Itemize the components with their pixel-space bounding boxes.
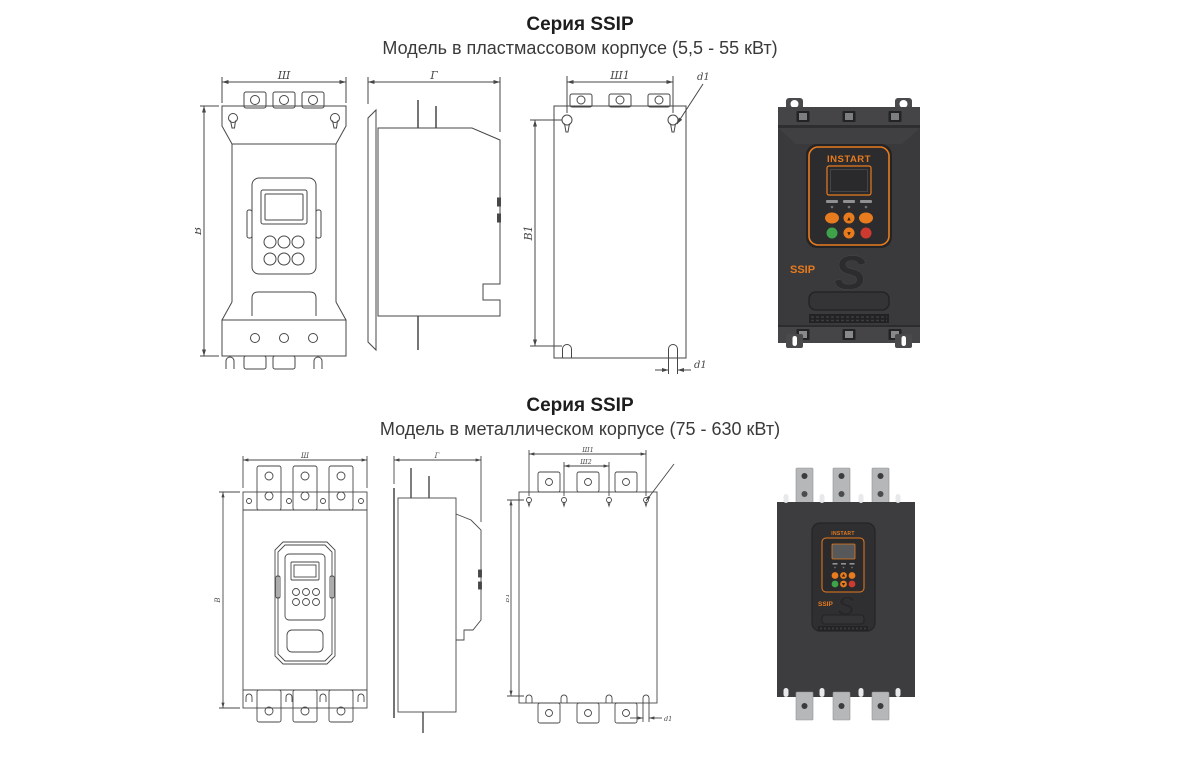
dim-label-mount-width: Ш1 <box>581 446 594 454</box>
bottom-edge <box>778 325 920 348</box>
lower-cover <box>808 291 890 311</box>
menu-button <box>831 572 839 579</box>
dim-label-mount-width: Ш1 <box>609 69 630 82</box>
section-metal-title: Серия SSIP <box>526 395 634 416</box>
up-button <box>843 212 855 224</box>
terminal-holes-top <box>796 111 902 122</box>
product-photo-metal: INSTART SSIP S <box>777 467 915 721</box>
section-plastic-title: Серия SSIP <box>526 14 634 35</box>
status-led-row <box>832 563 855 569</box>
dim-label-depth: Г <box>434 452 440 460</box>
drawing-plastic-front-view: Ш В <box>195 70 347 370</box>
keypad-outline <box>246 177 322 275</box>
dim-label-height: В <box>214 597 222 603</box>
dim-label-hole-bottom: d1 <box>694 360 707 371</box>
mount-slots-bottom <box>783 688 901 697</box>
down-arrow-icon <box>841 583 846 586</box>
recessed-bar <box>821 614 865 625</box>
series-label: SSIP <box>790 264 815 276</box>
enter-button <box>859 212 873 224</box>
dim-label-height: В <box>195 227 204 236</box>
dim-label-mount-height: В1 <box>523 225 535 241</box>
stop-button <box>860 227 872 239</box>
series-label: SSIP <box>818 601 833 608</box>
terminal-lugs-top <box>243 91 325 109</box>
dim-label-hole-bottom: d1 <box>664 715 672 723</box>
drawing-metal-front-view: Ш В <box>214 452 368 723</box>
enter-button <box>848 572 856 579</box>
vent-grille <box>809 314 889 323</box>
dim-label-mount-width2: Ш2 <box>579 458 592 466</box>
keypad-module: INSTART SSIP S <box>811 522 876 632</box>
dim-label-hole-top: d1 <box>697 72 710 83</box>
drawing-plastic-side-view: Г <box>367 70 501 352</box>
run-button <box>826 227 838 239</box>
up-arrow-icon: ▲ <box>846 217 852 223</box>
dim-label-width: Ш <box>277 70 291 82</box>
keypad-buttons: ▲ ▼ <box>825 212 873 239</box>
drawing-metal-rear-view: Ш1 Ш2 В1 d1 <box>506 446 675 724</box>
section-plastic-subtitle: Модель в пластмассовом корпусе (5,5 - 55… <box>382 38 778 58</box>
down-button <box>843 227 855 239</box>
stop-button <box>848 580 856 588</box>
drawing-metal-side-view: Г <box>393 452 482 733</box>
down-arrow-icon: ▼ <box>846 232 852 238</box>
keypad-panel: INSTART ▲ ▼ <box>806 144 892 248</box>
drawing-plastic-rear-view: Ш1 В1 d1 d1 <box>523 69 710 374</box>
dim-label-width: Ш <box>300 452 310 460</box>
product-photo-plastic: INSTART ▲ ▼ SSIP S <box>778 98 920 348</box>
run-button <box>831 580 839 588</box>
s-swirl-logo: S <box>837 591 855 621</box>
brand-logo: INSTART <box>831 531 854 537</box>
lcd-display <box>826 165 872 196</box>
busbar-terminals-top <box>795 467 890 507</box>
lcd-display <box>831 543 856 560</box>
keypad-buttons <box>831 572 856 588</box>
up-arrow-icon <box>841 573 846 577</box>
grip-ribs <box>818 626 868 631</box>
mount-slots-top <box>783 494 901 503</box>
brand-logo: INSTART <box>827 154 871 165</box>
busbar-terminals-bottom <box>795 691 890 721</box>
dim-label-mount-height: В1 <box>506 594 511 604</box>
status-led-row <box>826 200 872 209</box>
dim-label-depth: Г <box>429 70 438 82</box>
section-metal-subtitle: Модель в металлическом корпусе (75 - 630… <box>379 419 781 439</box>
menu-button <box>825 212 839 224</box>
